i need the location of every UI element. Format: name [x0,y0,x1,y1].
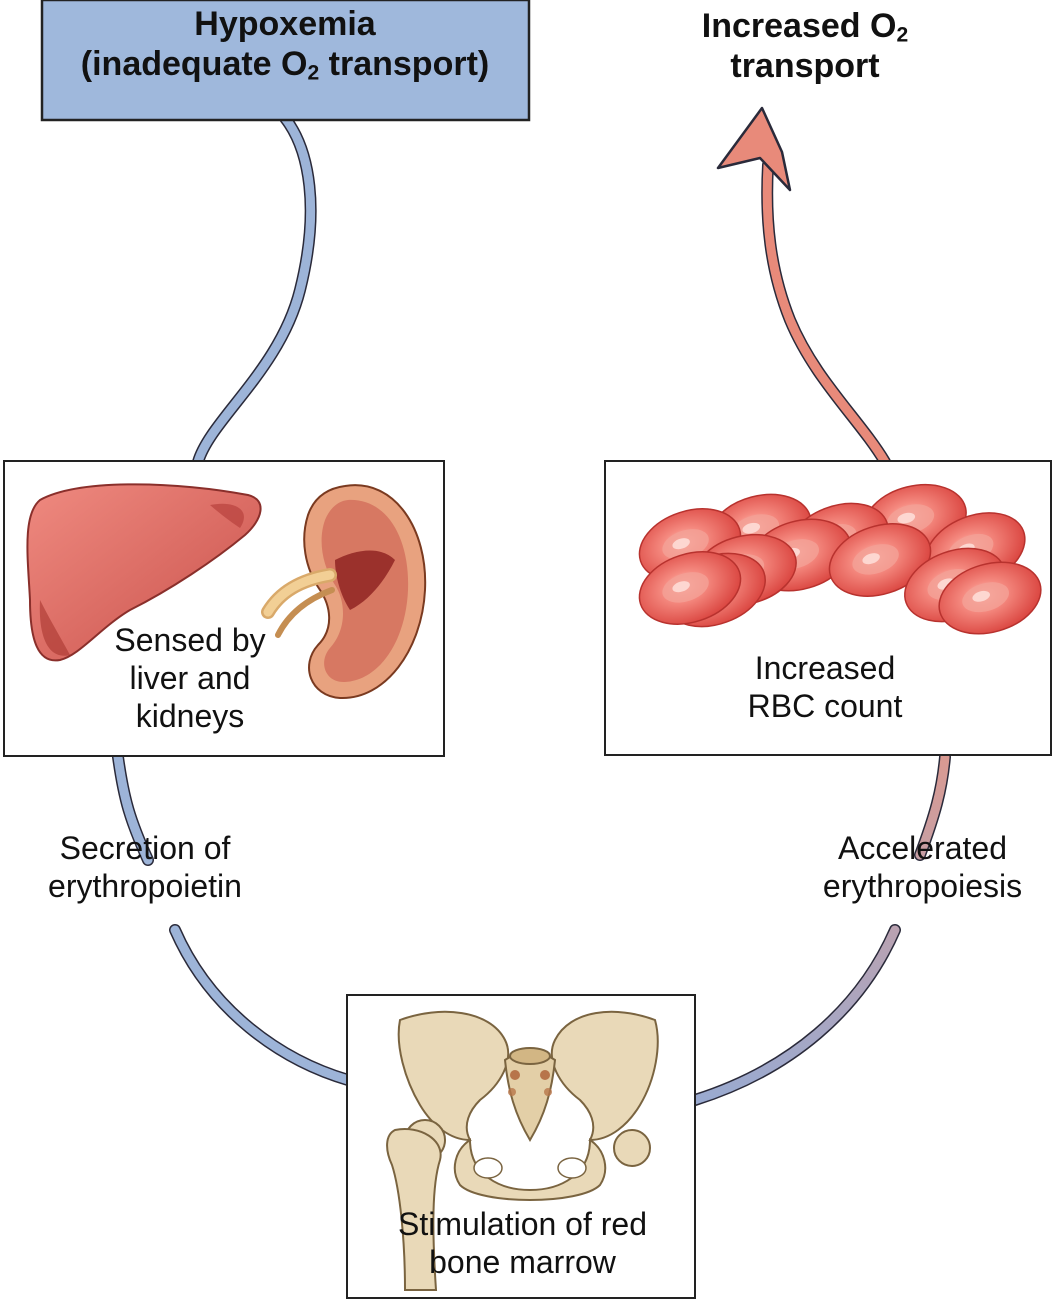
red-blood-cells-icon [638,483,1042,635]
stimulation-line2: bone marrow [429,1243,616,1280]
accelerated-line2: erythropoiesis [822,867,1023,904]
sensed-line1: Sensed by [114,622,266,658]
kidney-icon [261,484,427,700]
hypoxemia-title: Hypoxemia (inadequate O2 transport) [40,4,530,84]
pelvis-icon [386,1010,659,1291]
increased-o2-line2: transport [730,47,880,86]
increased-o2-line1-pre: Increased O [701,7,897,45]
increased-o2-line1: Increased O2 [650,6,960,46]
secretion-label: Secretion of erythropoietin [10,830,280,906]
liver-icon [26,483,262,662]
rbc-label: Increased RBC count [650,650,1000,726]
accelerated-label: Accelerated erythropoiesis [790,830,1055,906]
stimulation-line1: Stimulation of red [397,1206,647,1242]
path-secretion-arc [112,751,354,1086]
increased-o2-line1-sub: 2 [896,23,909,47]
sensed-line2: liver and [129,659,251,696]
path-hypoxemia-to-sensors [192,112,317,468]
hypoxemia-line1: Hypoxemia [194,5,376,43]
hypoxemia-box [40,0,531,122]
rbc-line2: RBC count [747,687,903,724]
path-accelerated-arc [689,751,951,1106]
rbc-line1: Increased [754,650,896,686]
secretion-line2: erythropoietin [48,867,242,904]
red-blood-cell [638,551,742,625]
hypoxemia-line2-pre: (inadequate O [80,45,308,84]
arrowhead-icon [716,106,792,192]
hypoxemia-line2: (inadequate O2 transport) [40,44,530,84]
red-blood-cell [938,561,1042,635]
secretion-line1: Secretion of [59,830,231,866]
hypoxemia-line2-sub: 2 [307,61,320,85]
accelerated-line1: Accelerated [838,830,1007,866]
sensed-line3: kidneys [135,697,245,734]
red-blood-cell [828,523,932,597]
stimulation-label: Stimulation of red bone marrow [350,1206,695,1282]
hypoxemia-line2-post: transport) [319,45,490,84]
increased-o2-title: Increased O2 transport [650,6,960,86]
sensed-label: Sensed by liver and kidneys [90,622,290,735]
